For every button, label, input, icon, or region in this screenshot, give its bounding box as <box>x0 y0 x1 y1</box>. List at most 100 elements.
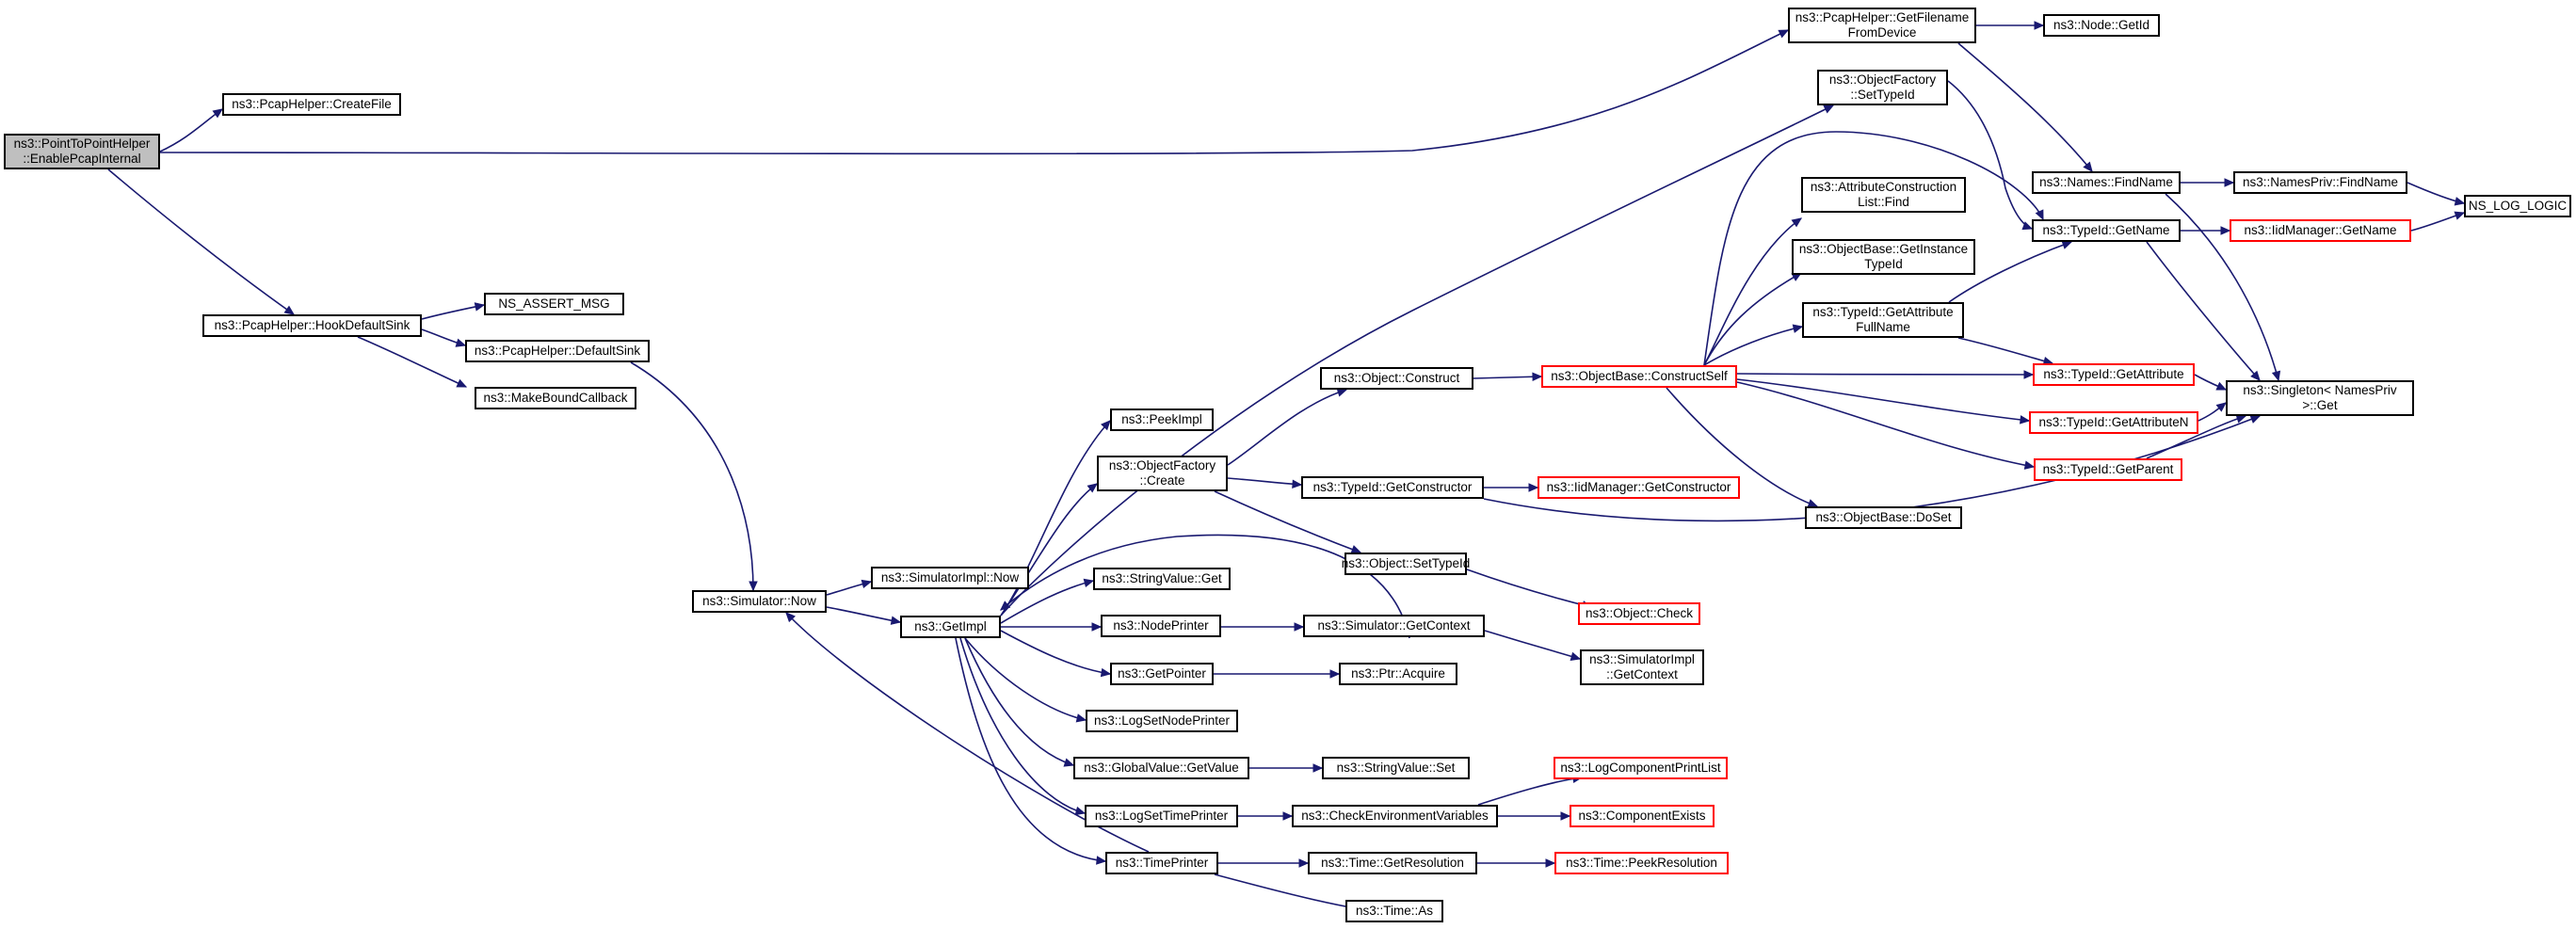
arrowhead <box>2023 370 2035 379</box>
call-edge <box>107 168 295 315</box>
call-edge <box>1473 376 1542 379</box>
node-getpointer[interactable]: ns3::GetPointer <box>1110 663 1214 685</box>
call-edge <box>1736 381 2035 468</box>
call-edge <box>959 637 1086 814</box>
node-pcaphelper-hookdefaultsink[interactable]: ns3::PcapHelper::HookDefaultSink <box>202 314 422 337</box>
node-typeid-getattributen[interactable]: ns3::TypeId::GetAttributeN <box>2029 411 2198 434</box>
node-label-line: ns3::ObjectBase::DoSet <box>1815 510 1952 524</box>
call-edge <box>1703 326 1803 366</box>
arrowhead <box>1312 763 1324 773</box>
arrowhead <box>1294 622 1305 632</box>
arrowhead <box>2215 381 2228 391</box>
node-pcaphelper-defaultsink[interactable]: ns3::PcapHelper::DefaultSink <box>465 340 650 362</box>
node-stringvalue-set[interactable]: ns3::StringValue::Set <box>1322 757 1470 779</box>
node-getimpl[interactable]: ns3::GetImpl <box>900 616 1001 638</box>
node-makeboundcallback[interactable]: ns3::MakeBoundCallback <box>475 387 636 409</box>
arrowhead <box>1074 806 1087 816</box>
node-simulator-getcontext[interactable]: ns3::Simulator::GetContext <box>1303 615 1485 637</box>
node-time-as[interactable]: ns3::Time::As <box>1345 900 1443 922</box>
node-label-line: ns3::TypeId::GetName <box>2042 223 2170 237</box>
node-label-line: ns3::TypeId::GetConstructor <box>1312 480 1473 494</box>
node-label-line: ns3::Names::FindName <box>2039 175 2173 189</box>
node-object-check[interactable]: ns3::Object::Check <box>1578 602 1700 625</box>
call-edge <box>1466 569 1592 608</box>
node-label-line: ns3::Time::PeekResolution <box>1566 856 1717 870</box>
node-typeid-getname[interactable]: ns3::TypeId::GetName <box>2032 219 2181 242</box>
node-iidmanager-getconstructor[interactable]: ns3::IidManager::GetConstructor <box>1538 476 1740 499</box>
arrowhead <box>1778 29 1790 39</box>
arrowhead <box>474 302 486 312</box>
node-label-line: NS_ASSERT_MSG <box>498 296 610 311</box>
node-typeid-getparent[interactable]: ns3::TypeId::GetParent <box>2034 458 2182 481</box>
node-label-line: ns3::LogComponentPrintList <box>1560 761 1721 775</box>
node-ns-assert-msg[interactable]: NS_ASSERT_MSG <box>484 293 624 315</box>
node-objectbase-constructself[interactable]: ns3::ObjectBase::ConstructSelf <box>1541 365 1737 388</box>
call-edge <box>1000 104 1834 617</box>
call-edge <box>1736 378 2030 422</box>
node-simulatorimpl-getcontext[interactable]: ns3::SimulatorImpl::GetContext <box>1580 649 1704 685</box>
call-edge <box>1484 630 1581 660</box>
node-componentexists[interactable]: ns3::ComponentExists <box>1570 805 1715 827</box>
arrowhead <box>2454 197 2466 206</box>
arrowhead <box>1532 372 1543 382</box>
call-edge <box>1000 534 1410 639</box>
node-time-peekresolution[interactable]: ns3::Time::PeekResolution <box>1554 852 1729 874</box>
node-time-getresolution[interactable]: ns3::Time::GetResolution <box>1308 852 1477 874</box>
node-nodeprinter[interactable]: ns3::NodePrinter <box>1101 615 1221 637</box>
node-logsetnodeprinter[interactable]: ns3::LogSetNodePrinter <box>1086 710 1238 732</box>
node-typeid-getattribute[interactable]: ns3::TypeId::GetAttribute <box>2033 363 2195 386</box>
arrowhead <box>1063 758 1075 767</box>
node-ptr-acquire[interactable]: ns3::Ptr::Acquire <box>1339 663 1457 685</box>
node-simulator-now[interactable]: ns3::Simulator::Now <box>692 590 827 613</box>
node-stringvalue-get[interactable]: ns3::StringValue::Get <box>1093 568 1231 590</box>
node-label-line: ns3::ObjectBase::GetInstance <box>1798 242 1969 256</box>
call-edge <box>1703 131 2044 366</box>
node-label-line: ns3::TypeId::GetParent <box>2042 462 2174 476</box>
node-pcaphelper-createfile[interactable]: ns3::PcapHelper::CreateFile <box>222 93 401 116</box>
node-label-line: ns3::NodePrinter <box>1113 618 1209 633</box>
call-edge <box>1000 420 1111 617</box>
node-logsettimeprinter[interactable]: ns3::LogSetTimePrinter <box>1085 805 1238 827</box>
node-iidmanager-getname[interactable]: ns3::IidManager::GetName <box>2230 219 2411 242</box>
arrowhead <box>2249 415 2262 424</box>
node-names-findname[interactable]: ns3::Names::FindName <box>2032 171 2181 194</box>
call-edge <box>2165 193 2279 381</box>
arrowhead <box>1096 856 1107 865</box>
node-namespriv-findname[interactable]: ns3::NamesPriv::FindName <box>2233 171 2407 194</box>
arrowhead <box>1329 669 1341 679</box>
node-label-line: ::EnablePcapInternal <box>23 152 141 166</box>
node-label-line: List::Find <box>1858 195 1909 209</box>
node-singleton-namespriv-get[interactable]: ns3::Singleton< NamesPriv >::Get <box>2226 380 2414 416</box>
node-label-line: ns3::IidManager::GetName <box>2244 223 2397 237</box>
arrowhead <box>1560 811 1571 821</box>
node-node-getid[interactable]: ns3::Node::GetId <box>2043 14 2160 37</box>
node-checkenvironmentvariables[interactable]: ns3::CheckEnvironmentVariables <box>1292 805 1498 827</box>
arrowhead <box>2220 226 2231 235</box>
node-objectbase-doset[interactable]: ns3::ObjectBase::DoSet <box>1805 506 1962 529</box>
call-edge <box>1947 80 2033 230</box>
node-label-line: TypeId <box>1864 257 1903 271</box>
node-objectfactory-settypeid[interactable]: ns3::ObjectFactory::SetTypeId <box>1817 70 1948 105</box>
node-objectfactory-create[interactable]: ns3::ObjectFactory::Create <box>1097 456 1228 491</box>
arrowhead <box>861 579 873 589</box>
node-typeid-getconstructor[interactable]: ns3::TypeId::GetConstructor <box>1301 476 1484 499</box>
node-label-line: ns3::SimulatorImpl::Now <box>880 570 1020 585</box>
node-object-construct[interactable]: ns3::Object::Construct <box>1320 367 1473 390</box>
node-logcomponentprintlist[interactable]: ns3::LogComponentPrintList <box>1554 757 1728 779</box>
node-peekimpl[interactable]: ns3::PeekImpl <box>1110 408 1214 431</box>
node-ns-log-logic[interactable]: NS_LOG_LOGIC <box>2464 195 2571 217</box>
node-globalvalue-getvalue[interactable]: ns3::GlobalValue::GetValue <box>1073 757 1249 779</box>
arrowhead <box>2215 402 2227 412</box>
arrowhead <box>1282 811 1294 821</box>
node-label-line: ns3::LogSetNodePrinter <box>1093 713 1231 728</box>
node-label-line: ns3::TypeId::GetAttribute <box>1812 305 1954 319</box>
node-object-settypeid[interactable]: ns3::Object::SetTypeId <box>1342 553 1470 575</box>
arrowhead <box>2271 370 2281 382</box>
node-timeprinter[interactable]: ns3::TimePrinter <box>1105 852 1218 874</box>
node-simulatorimpl-now[interactable]: ns3::SimulatorImpl::Now <box>871 567 1029 589</box>
node-label-line: ns3::ObjectBase::ConstructSelf <box>1551 369 1728 383</box>
